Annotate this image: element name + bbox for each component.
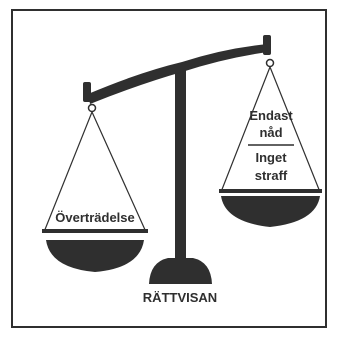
left-chains xyxy=(43,111,147,233)
base-label: RÄTTVISAN xyxy=(143,290,217,305)
scale-beam xyxy=(88,44,268,104)
right-hanger-ring xyxy=(265,58,275,68)
right-pan xyxy=(219,189,322,227)
beam-end-right xyxy=(263,35,271,55)
right-pan-label-line1: Endast xyxy=(249,108,293,123)
right-chains xyxy=(220,66,321,193)
right-pan-label-line4: straff xyxy=(255,168,288,183)
left-hanger-ring xyxy=(87,103,97,113)
right-pan-label-line2: nåd xyxy=(259,125,282,140)
scale-post xyxy=(175,70,186,260)
scale-base xyxy=(149,258,212,284)
beam-end-left xyxy=(83,82,91,102)
right-pan-label-line3: Inget xyxy=(255,150,287,165)
left-pan xyxy=(42,229,148,272)
left-pan-label: Överträdelse xyxy=(55,210,135,225)
